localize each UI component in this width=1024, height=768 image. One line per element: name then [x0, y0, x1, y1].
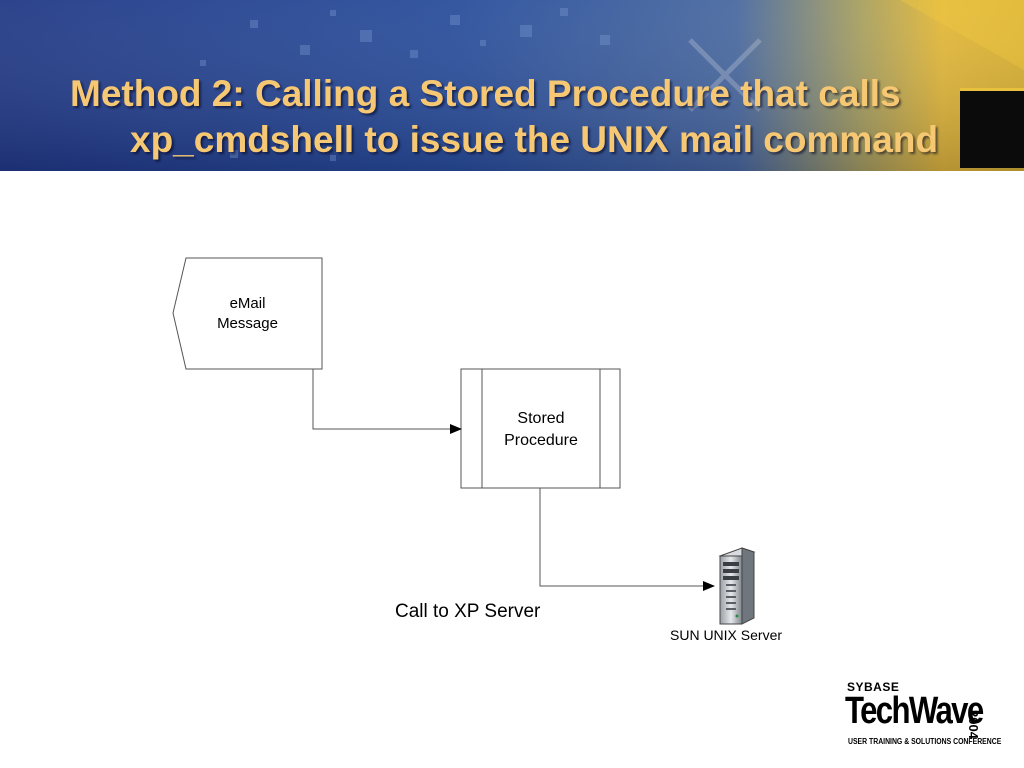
email-message-text: eMail Message — [217, 295, 278, 332]
stored-procedure-label: Stored Procedure — [482, 408, 600, 452]
logo-product: TechWave — [845, 690, 984, 732]
techwave-logo: SYBASE TechWave 2004 USER TRAINING & SOL… — [845, 680, 1005, 750]
stored-procedure-node — [460, 368, 621, 489]
header-background — [0, 0, 1024, 171]
logo-brand: SYBASE — [847, 680, 900, 694]
email-message-label: eMail Message — [175, 294, 320, 334]
connector-procedure-to-server — [539, 488, 715, 591]
email-message-node — [172, 257, 323, 370]
server-label: SUN UNIX Server — [670, 627, 783, 643]
header-banner: Method 2: Calling a Stored Procedure tha… — [0, 0, 1024, 171]
edge-label-call-to-xp-server: Call to XP Server — [395, 601, 541, 622]
logo-tagline: USER TRAINING & SOLUTIONS CONFERENCE — [848, 737, 1002, 746]
logo-year: 2004 — [966, 710, 981, 739]
slide-title-line-2: xp_cmdshell to issue the UNIX mail comma… — [130, 119, 939, 160]
server-icon — [718, 547, 756, 625]
connector-email-to-procedure — [312, 369, 462, 434]
slide-title-line-1: Method 2: Calling a Stored Procedure tha… — [70, 73, 901, 114]
stored-procedure-text: Stored Procedure — [504, 410, 578, 449]
